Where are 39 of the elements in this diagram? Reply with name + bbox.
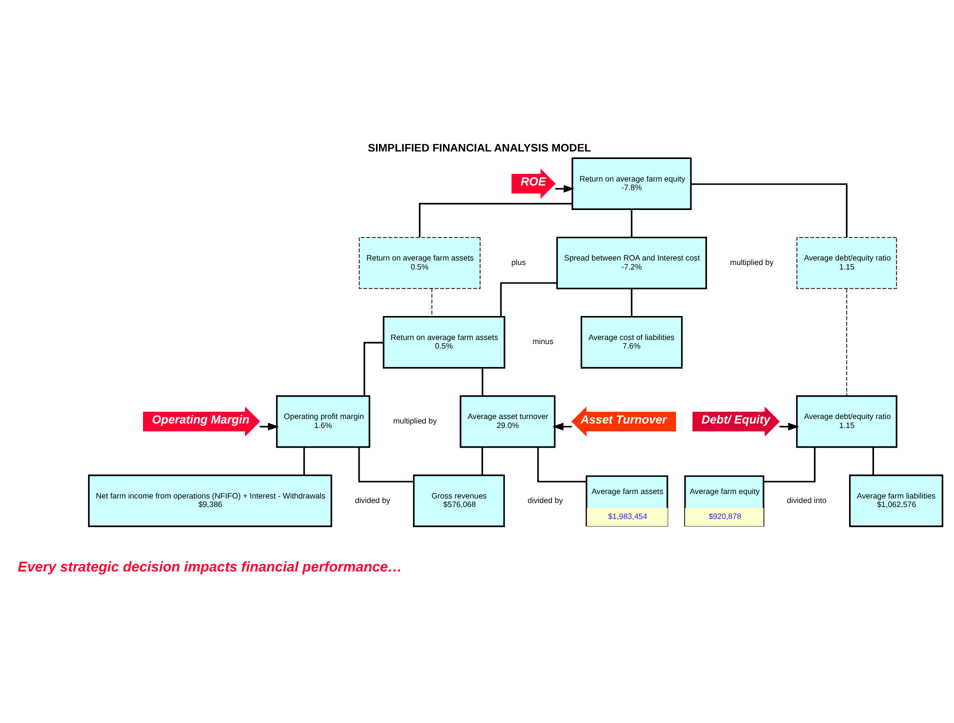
connector [537,447,586,482]
node-box: Return on average farm equity -7.8% [572,157,692,210]
node-box: Return on average farm assets 0.5% [382,316,506,369]
connector [630,209,632,238]
arrow [779,422,800,430]
node-box: Spread between ROA and Interest cost -7.2% [556,236,707,290]
label: minus [532,337,554,346]
connector [846,288,848,396]
connector [690,183,848,238]
connector [358,447,414,482]
connector [482,368,484,396]
connector [872,447,874,476]
diagram-title: SIMPLIFIED FINANCIAL ANALYSIS MODEL [368,142,592,154]
connector [764,447,816,482]
node-box: Return on average farm assets 0.5% [358,237,481,289]
caption: Every strategic decision impacts financial performance… [18,558,402,574]
node-box: Average debt/equity ratio 1.15 [796,237,897,289]
node-box: Gross revenues $576,068 [413,474,505,528]
label: divided by [528,496,563,505]
node-box: Average asset turnover 29.0% [460,395,556,448]
label: divided into [786,496,826,505]
label: multiplied by [393,416,437,426]
arrow [552,422,572,430]
node-box: Net farm income from operations (NFIFO) + Interest - Withdrawals $9,386 [88,474,332,528]
connector [482,447,484,476]
label: divided by [354,496,390,505]
connector [431,288,432,317]
connector [303,447,305,476]
connector [630,288,632,317]
connector [364,342,384,396]
label: plus [511,258,526,267]
connector [500,282,557,316]
node-box: Operating profit margin 1.6% [276,395,370,448]
node-box: Average farm liabilities $1,062,576 [849,474,944,528]
node-box: Average cost of liabilities 7.6% [580,316,683,369]
arrow [555,184,575,193]
node-box: Average debt/equity ratio 1.15 [796,395,898,448]
label: multiplied by [730,258,774,267]
connector [418,202,572,238]
